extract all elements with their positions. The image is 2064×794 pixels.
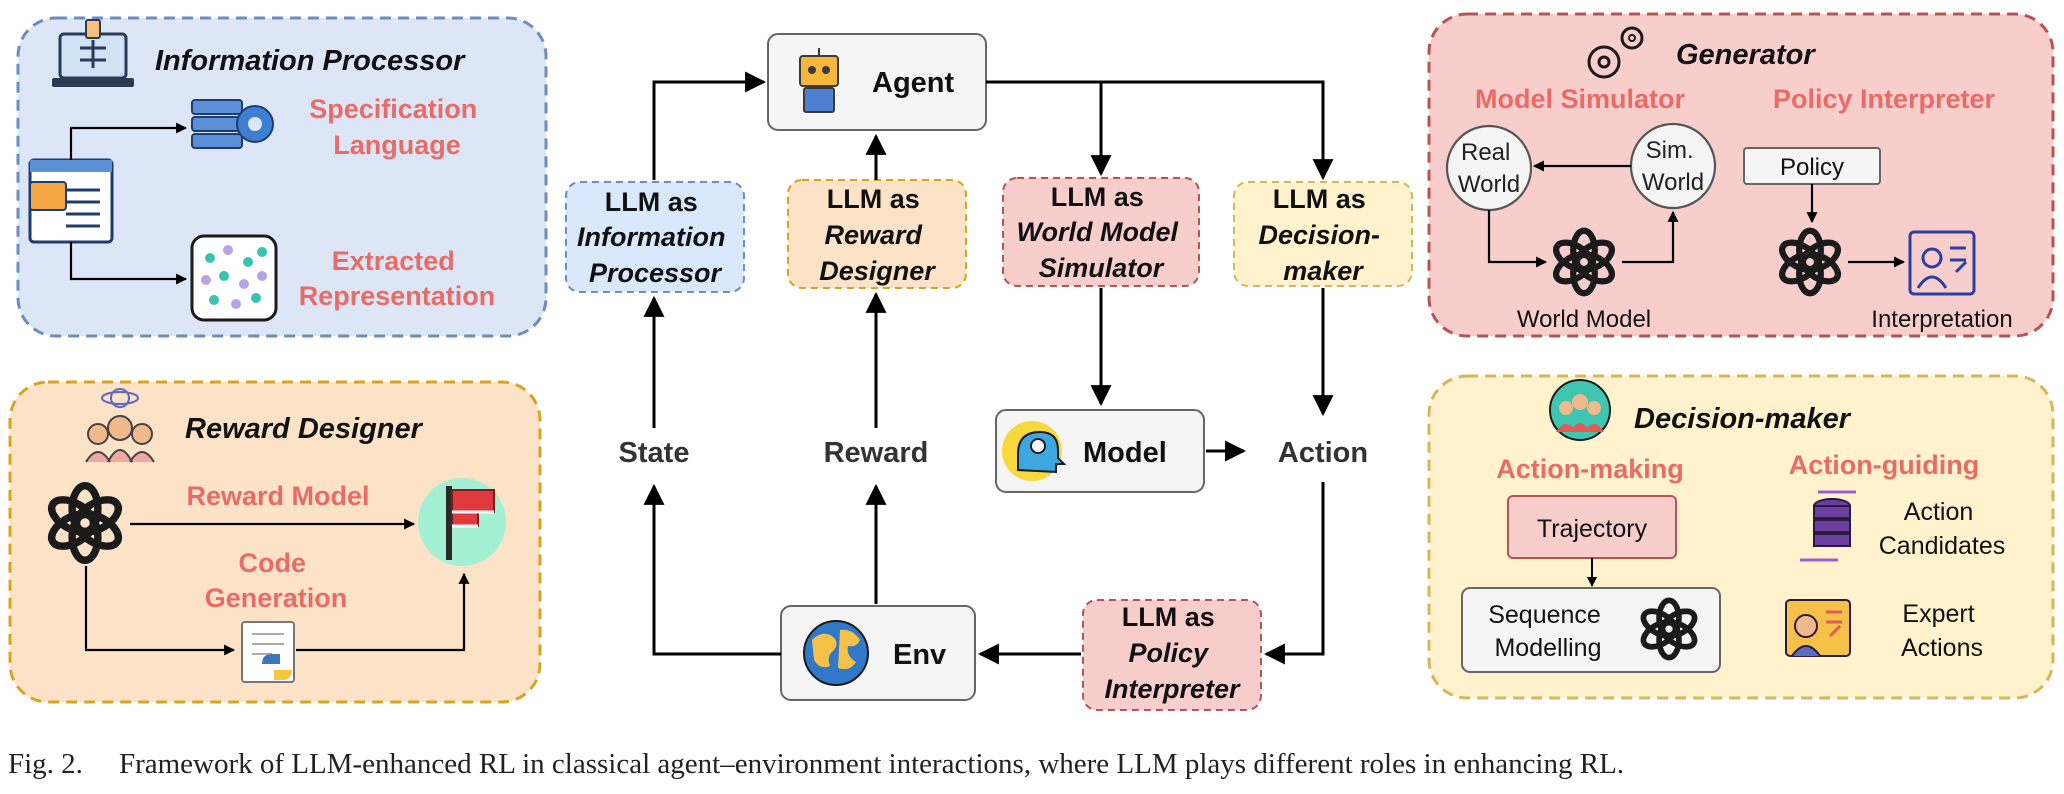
expert-actions-label: Expert Actions	[1901, 600, 1983, 662]
team-atom-icon	[85, 388, 155, 463]
code-generation-label: Code Generation	[205, 548, 348, 613]
interpretation-label: Interpretation	[1871, 306, 2012, 333]
role-information-processor-label: LLM as Information Processor	[577, 187, 733, 288]
python-file-icon	[241, 621, 295, 683]
role-decision-maker	[1233, 181, 1413, 287]
agent-label: Agent	[872, 67, 955, 99]
reward-model-label: Reward Model	[186, 481, 369, 511]
reward-panel-title: Reward Designer	[185, 413, 424, 445]
policy-label: Policy	[1780, 154, 1844, 181]
laptop-icon	[52, 19, 134, 87]
decision-panel-title: Decision-maker	[1634, 403, 1852, 435]
red-flag-icon	[418, 478, 506, 566]
database-gear-icon	[191, 99, 274, 149]
figure-caption-text: Framework of LLM-enhanced RL in classica…	[118, 748, 1625, 780]
action-candidates-label: Action Candidates	[1879, 498, 2005, 560]
env-label: Env	[893, 639, 946, 671]
flow-arrows	[643, 71, 1334, 665]
sim-world-label: Sim. World	[1642, 137, 1704, 196]
action-guiding-label: Action-guiding	[1789, 450, 1979, 480]
document-chat-icon	[28, 158, 114, 244]
panel-decision-maker: Decision-maker Action-making Action-guid…	[1427, 374, 2055, 700]
role-policy-interpreter	[1082, 599, 1262, 711]
state-label: State	[619, 437, 690, 469]
agent-env-loop: Agent LLM as Information Processor LLM a…	[565, 33, 1413, 711]
expert-icon	[1785, 599, 1851, 657]
panel-reward-designer: Reward Designer Reward Model Code Genera…	[8, 380, 542, 704]
panel-information-processor: Information Processor Specification	[16, 16, 548, 338]
role-reward-designer-label: LLM as Reward Designer	[819, 184, 936, 286]
reward-label: Reward	[824, 437, 929, 469]
real-world-label: Real World	[1458, 139, 1520, 198]
panel-generator: Generator Model Simulator Policy Interpr…	[1427, 12, 2055, 338]
specification-language-label: Specification Language	[309, 94, 485, 160]
role-policy-interpreter-label: LLM as Policy Interpreter	[1104, 602, 1241, 704]
world-model-label: World Model	[1517, 306, 1651, 333]
user-card-icon	[1908, 230, 1976, 296]
embedding-dots-icon	[190, 234, 278, 322]
generator-panel-title: Generator	[1676, 39, 1816, 71]
figure-caption: Fig. 2. Framework of LLM-enhanced RL in c…	[8, 748, 2058, 781]
sequence-modelling-label: Sequence Modelling	[1488, 601, 1608, 662]
model-simulator-label: Model Simulator	[1475, 84, 1686, 114]
database-stack-icon	[1800, 490, 1856, 562]
trajectory-label: Trajectory	[1537, 515, 1648, 543]
figure-number: Fig. 2.	[8, 748, 83, 780]
action-label: Action	[1278, 437, 1368, 469]
action-making-label: Action-making	[1496, 454, 1684, 484]
framework-diagram: Information Processor Specification	[8, 12, 2055, 711]
globe-icon	[803, 620, 869, 686]
info-panel-title: Information Processor	[155, 45, 466, 77]
role-world-model-simulator	[1002, 177, 1200, 287]
team-avatar-icon	[1549, 379, 1611, 441]
role-decision-maker-label: LLM as Decision- maker	[1258, 184, 1387, 286]
policy-interpreter-label: Policy Interpreter	[1773, 84, 1996, 114]
brain-head-icon	[1002, 421, 1067, 481]
role-world-model-simulator-label: LLM as World Model Simulator	[1016, 182, 1185, 283]
gears-icon	[1587, 26, 1644, 79]
role-information-processor	[565, 181, 745, 293]
robot-icon	[799, 48, 839, 113]
model-label: Model	[1083, 437, 1167, 469]
extracted-representation-label: Extracted Representation	[299, 246, 496, 311]
